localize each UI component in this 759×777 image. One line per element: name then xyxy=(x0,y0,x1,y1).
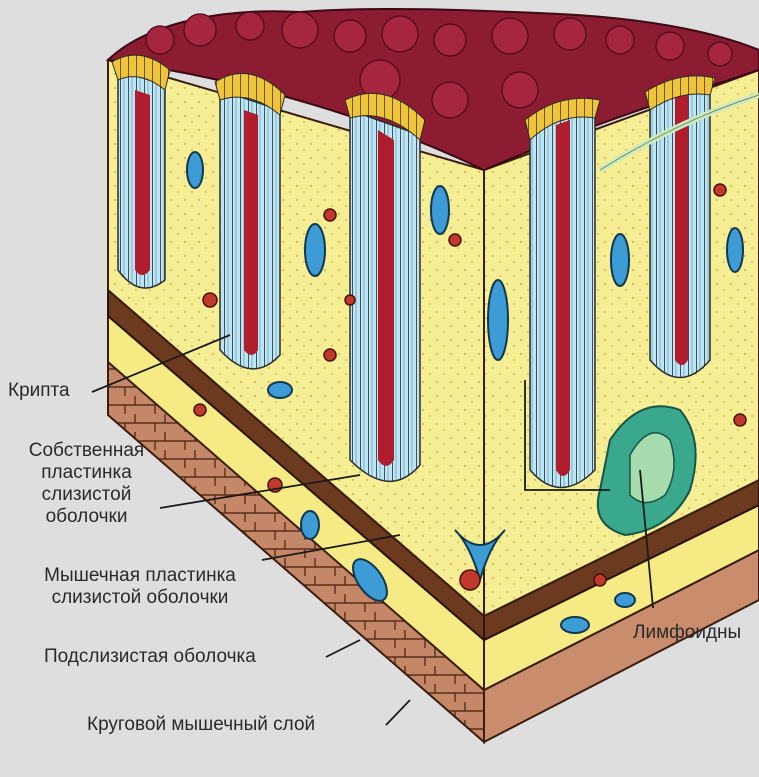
label-lamina-propria-line1: Собственная xyxy=(4,440,169,462)
label-muscularis-line1: Мышечная пластинка xyxy=(10,565,270,587)
label-lamina-propria-line3: слизистой xyxy=(4,484,169,506)
label-lamina-propria: Собственная пластинка слизистой оболочки xyxy=(4,440,169,528)
label-muscularis-mucosae: Мышечная пластинка слизистой оболочки xyxy=(10,565,270,609)
label-lamina-propria-line4: оболочки xyxy=(4,506,169,528)
label-submucosa: Подслизистая оболочка xyxy=(44,646,256,668)
label-lymphoid: Лимфоидны xyxy=(633,622,741,644)
label-muscularis-line2: слизистой оболочки xyxy=(10,587,270,609)
label-circular-muscle: Круговой мышечный слой xyxy=(87,714,315,736)
label-crypt: Крипта xyxy=(8,380,70,402)
label-lamina-propria-line2: пластинка xyxy=(4,462,169,484)
